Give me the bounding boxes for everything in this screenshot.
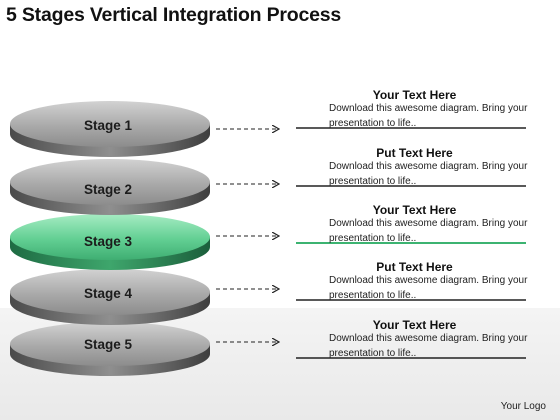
stage-1-label: Stage 1 xyxy=(84,118,133,133)
logo-text: Your Logo xyxy=(500,401,546,412)
stage-3-description: Download this awesome diagram. Bring you… xyxy=(329,218,528,244)
stage-1-text-block: Your Text Here Download this awesome dia… xyxy=(297,88,528,131)
stage-5-label: Stage 5 xyxy=(84,337,133,352)
stage-5-description: Download this awesome diagram. Bring you… xyxy=(329,333,528,359)
stage-4-disc: Stage 4 xyxy=(10,269,210,325)
stage-5-disc: Stage 5 xyxy=(10,322,210,376)
stage-4-description: Download this awesome diagram. Bring you… xyxy=(329,275,528,301)
stage-2-label: Stage 2 xyxy=(84,182,132,197)
stage-4-text-block: Put Text Here Download this awesome diag… xyxy=(297,260,528,303)
stage-3-label: Stage 3 xyxy=(84,234,133,249)
stage-3-text-block: Your Text Here Download this awesome dia… xyxy=(297,203,528,246)
stage-2-description: Download this awesome diagram. Bring you… xyxy=(329,161,528,187)
stage-3-disc: Stage 3 xyxy=(10,214,210,270)
stage-1-heading: Your Text Here xyxy=(372,88,457,102)
page-title: 5 Stages Vertical Integration Process xyxy=(6,4,342,26)
stage-1-description: Download this awesome diagram. Bring you… xyxy=(329,103,528,129)
stage-2-disc: Stage 2 xyxy=(10,159,210,215)
stage-3-heading: Your Text Here xyxy=(372,203,457,217)
stage-4-label: Stage 4 xyxy=(84,286,133,301)
stage-4-heading: Put Text Here xyxy=(376,260,453,274)
stage-1-disc: Stage 1 xyxy=(10,101,210,157)
stage-2-heading: Put Text Here xyxy=(376,146,453,160)
stage-5-text-block: Your Text Here Download this awesome dia… xyxy=(297,318,528,361)
stage-2-text-block: Put Text Here Download this awesome diag… xyxy=(297,146,528,189)
stage-5-heading: Your Text Here xyxy=(372,318,457,332)
